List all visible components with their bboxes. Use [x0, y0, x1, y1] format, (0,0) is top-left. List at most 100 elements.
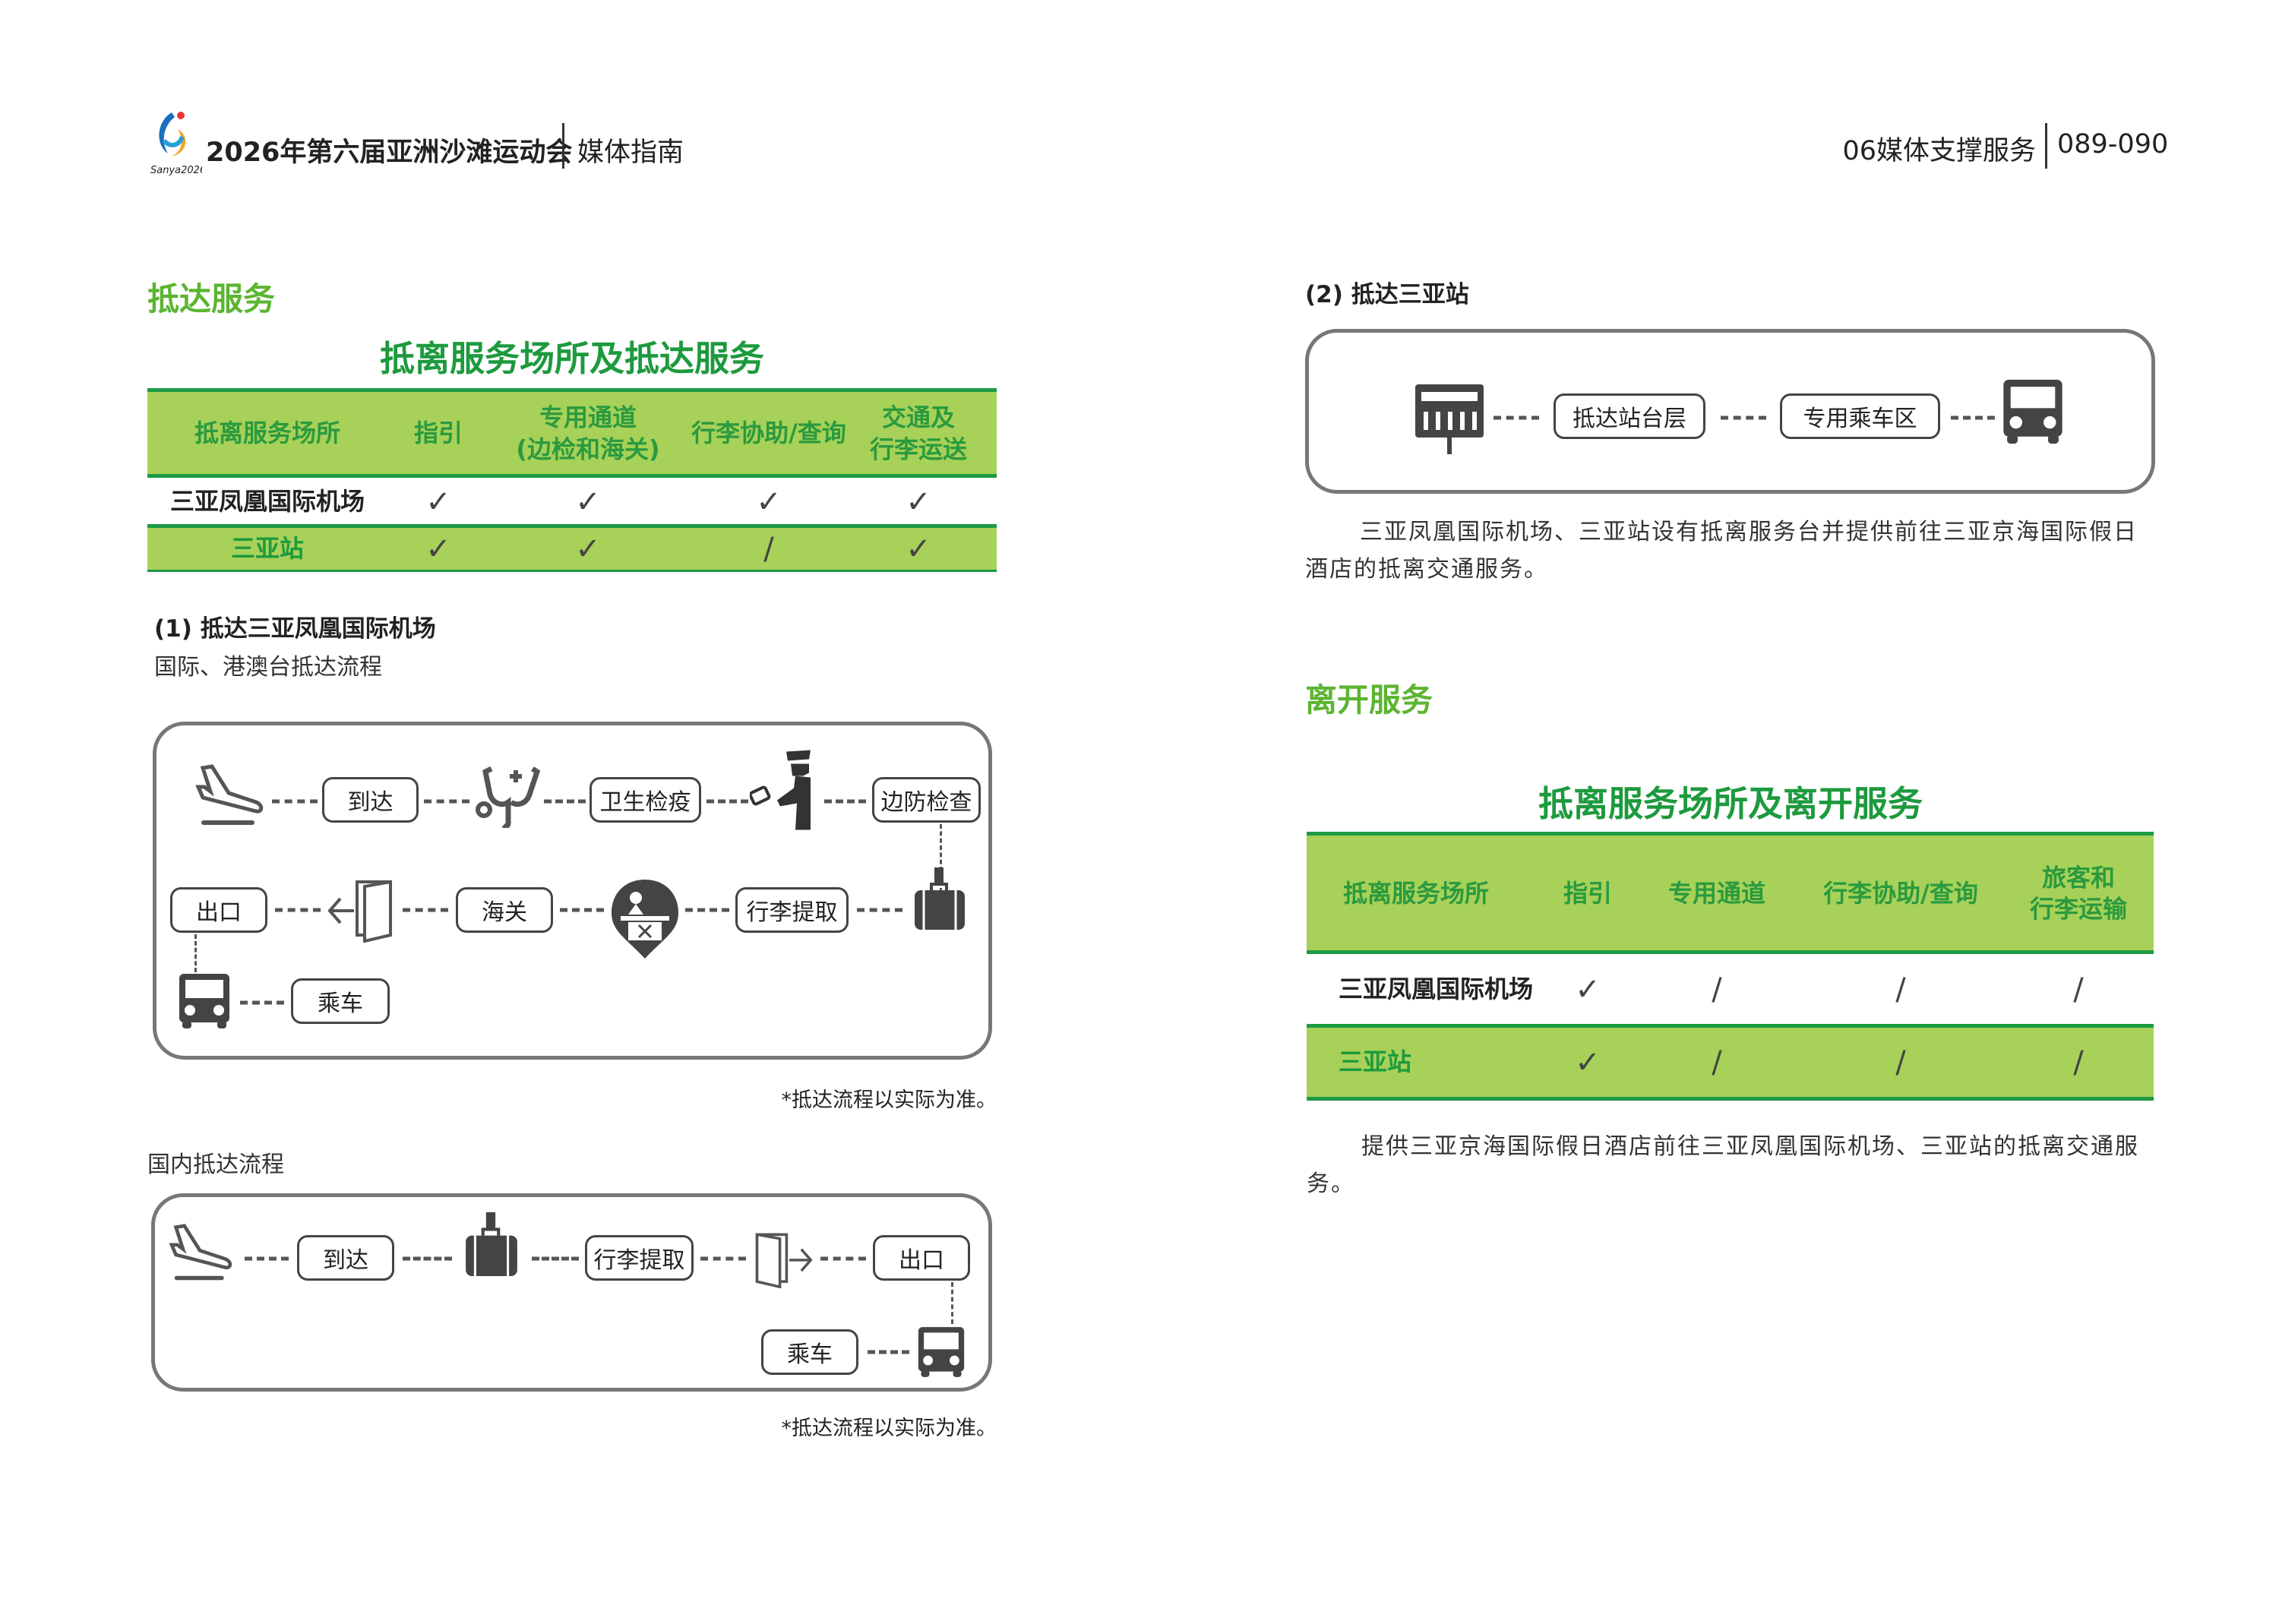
column-header: 行李协助/查询	[1823, 878, 1978, 910]
exit-door-icon	[327, 880, 392, 943]
ticket-gate-icon	[1415, 384, 1484, 454]
step-arrive: 到达	[322, 777, 419, 823]
table-row: 三亚凤凰国际机场 ✓ / / /	[1307, 954, 2154, 1025]
domestic-arrival-flow: 到达 行李提取 出口 乘车	[151, 1193, 992, 1392]
check-mark: ✓	[1575, 1044, 1601, 1080]
border-officer-icon	[750, 750, 811, 830]
column-header: 指引	[1563, 878, 1612, 910]
airport-arrival-title: (1) 抵达三亚凤凰国际机场	[154, 615, 436, 643]
not-available-mark: /	[2073, 1044, 2084, 1080]
column-header-line: 指引	[1563, 878, 1613, 908]
intl-flow-label: 国际、港澳台抵达流程	[154, 654, 382, 681]
table-header: 抵离服务场所指引专用通道(边检和海关)行李协助/查询交通及行李运送	[147, 392, 997, 476]
column-header-line: 抵离服务场所	[1342, 878, 1490, 908]
plane-landing-icon	[169, 1224, 232, 1281]
column-header-line: 行李协助/查询	[691, 419, 846, 448]
check-mark: ✓	[425, 484, 451, 520]
domestic-step-baggage: 行李提取	[585, 1235, 694, 1281]
header-divider	[562, 123, 564, 169]
luggage-icon	[466, 1212, 517, 1277]
event-title: 2026年第六届亚洲沙滩运动会	[206, 137, 573, 168]
column-header-line: 专用通道	[539, 403, 637, 432]
step-pickup-area: 专用乘车区	[1780, 393, 1940, 439]
venue-name: 三亚凤凰国际机场	[1339, 975, 1534, 1004]
row-divider	[147, 524, 997, 528]
bus-icon	[2003, 379, 2062, 444]
column-header: 旅客和行李运输	[2030, 862, 2127, 925]
column-header-line: 指引	[413, 419, 463, 448]
not-available-mark: /	[2073, 972, 2084, 1007]
step-quarantine: 卫生检疫	[590, 777, 701, 823]
domestic-step-arrive: 到达	[297, 1235, 394, 1281]
column-header: 专用通道	[1668, 878, 1765, 910]
check-mark: ✓	[1575, 972, 1601, 1007]
step-platform: 抵达站台层	[1554, 393, 1705, 439]
station-arrival-title: (2) 抵达三亚站	[1305, 281, 1469, 308]
venue-name: 三亚站	[1339, 1047, 1412, 1076]
check-mark: ✓	[756, 484, 782, 520]
step-board: 乘车	[291, 978, 390, 1024]
column-header-line: 交通及	[881, 403, 956, 432]
column-header-line: 行李运输	[2029, 894, 2128, 924]
flow-footnote: *抵达流程以实际为准。	[781, 1088, 997, 1112]
check-mark: ✓	[425, 531, 451, 567]
column-header: 抵离服务场所	[194, 418, 340, 450]
section-name: 06媒体支撑服务	[1842, 136, 2036, 166]
check-mark: ✓	[906, 484, 931, 520]
column-header-line: 抵离服务场所	[194, 419, 341, 448]
row-divider	[147, 474, 997, 478]
arrival-section-title: 抵达服务	[147, 280, 276, 318]
departure-services-table: 抵离服务场所指引专用通道行李协助/查询旅客和行李运输三亚凤凰国际机场✓///三亚…	[1307, 832, 2154, 1101]
not-available-mark: /	[1895, 972, 1906, 1007]
check-mark: ✓	[906, 531, 931, 567]
domestic-step-board: 乘车	[761, 1329, 858, 1375]
not-available-mark: /	[1712, 972, 1722, 1007]
bus-icon	[179, 974, 229, 1028]
step-customs: 海关	[456, 887, 553, 933]
check-mark: ✓	[575, 531, 601, 567]
flow-footnote-2: *抵达流程以实际为准。	[781, 1417, 997, 1440]
domestic-step-exit: 出口	[873, 1235, 970, 1281]
table-row: 三亚凤凰国际机场 ✓ ✓ ✓ ✓	[147, 478, 997, 526]
table-row: 三亚站 ✓ / / /	[1307, 1028, 2154, 1097]
column-header-line: 专用通道	[1667, 878, 1766, 908]
table-row: 三亚站 ✓ ✓ / ✓	[147, 528, 997, 570]
domestic-flow-label: 国内抵达流程	[147, 1152, 284, 1178]
intl-arrival-flow: 到达 卫生检疫 边防检查 行李提取 海关 出口 乘车	[153, 722, 992, 1060]
station-description: 三亚凤凰国际机场、三亚站设有抵离服务台并提供前往三亚京海国际假日酒店的抵离交通服…	[1305, 519, 2138, 583]
departure-description: 提供三亚京海国际假日酒店前往三亚凤凰国际机场、三亚站的抵离交通服务。	[1307, 1133, 2139, 1197]
step-exit: 出口	[170, 887, 267, 933]
column-header: 抵离服务场所	[1343, 878, 1489, 910]
station-arrival-flow: 抵达站台层 专用乘车区	[1305, 329, 2155, 494]
customs-desk-icon	[612, 880, 678, 959]
doc-name: 媒体指南	[577, 137, 684, 168]
column-header-line: (边检和海关)	[516, 434, 660, 463]
column-header-line: 行李协助/查询	[1823, 878, 1978, 908]
venue-name: 三亚凤凰国际机场	[169, 486, 365, 516]
not-available-mark: /	[763, 531, 774, 567]
column-header-line: 旅客和	[2041, 862, 2116, 892]
bus-icon	[918, 1327, 965, 1377]
departure-table-title: 抵离服务场所及离开服务	[1538, 783, 1923, 824]
row-divider	[1307, 1024, 2154, 1028]
not-available-mark: /	[1895, 1044, 1906, 1080]
arrival-services-table: 抵离服务场所指引专用通道(边检和海关)行李协助/查询交通及行李运送三亚凤凰国际机…	[147, 388, 997, 572]
check-mark: ✓	[575, 484, 601, 520]
step-border-check: 边防检查	[872, 777, 981, 823]
column-header: 行李协助/查询	[691, 418, 846, 450]
row-divider	[1307, 950, 2154, 954]
column-header: 专用通道(边检和海关)	[516, 402, 659, 465]
header-divider-right	[2045, 123, 2047, 169]
svg-text:Sanya2026: Sanya2026	[150, 165, 202, 176]
departure-section-title: 离开服务	[1305, 681, 1433, 719]
venue-name: 三亚站	[230, 533, 305, 563]
not-available-mark: /	[1712, 1044, 1722, 1080]
column-header: 交通及行李运送	[870, 402, 967, 465]
games-logo: Sanya2026	[149, 106, 206, 179]
step-baggage-claim: 行李提取	[735, 887, 849, 933]
page-numbers: 089-090	[2057, 129, 2169, 160]
plane-landing-icon	[195, 764, 264, 825]
column-header: 指引	[414, 418, 463, 450]
table-header: 抵离服务场所 指引 专用通道 行李协助/查询 旅客和行李运输	[1307, 836, 2154, 952]
column-header-line: 行李运送	[869, 434, 968, 463]
